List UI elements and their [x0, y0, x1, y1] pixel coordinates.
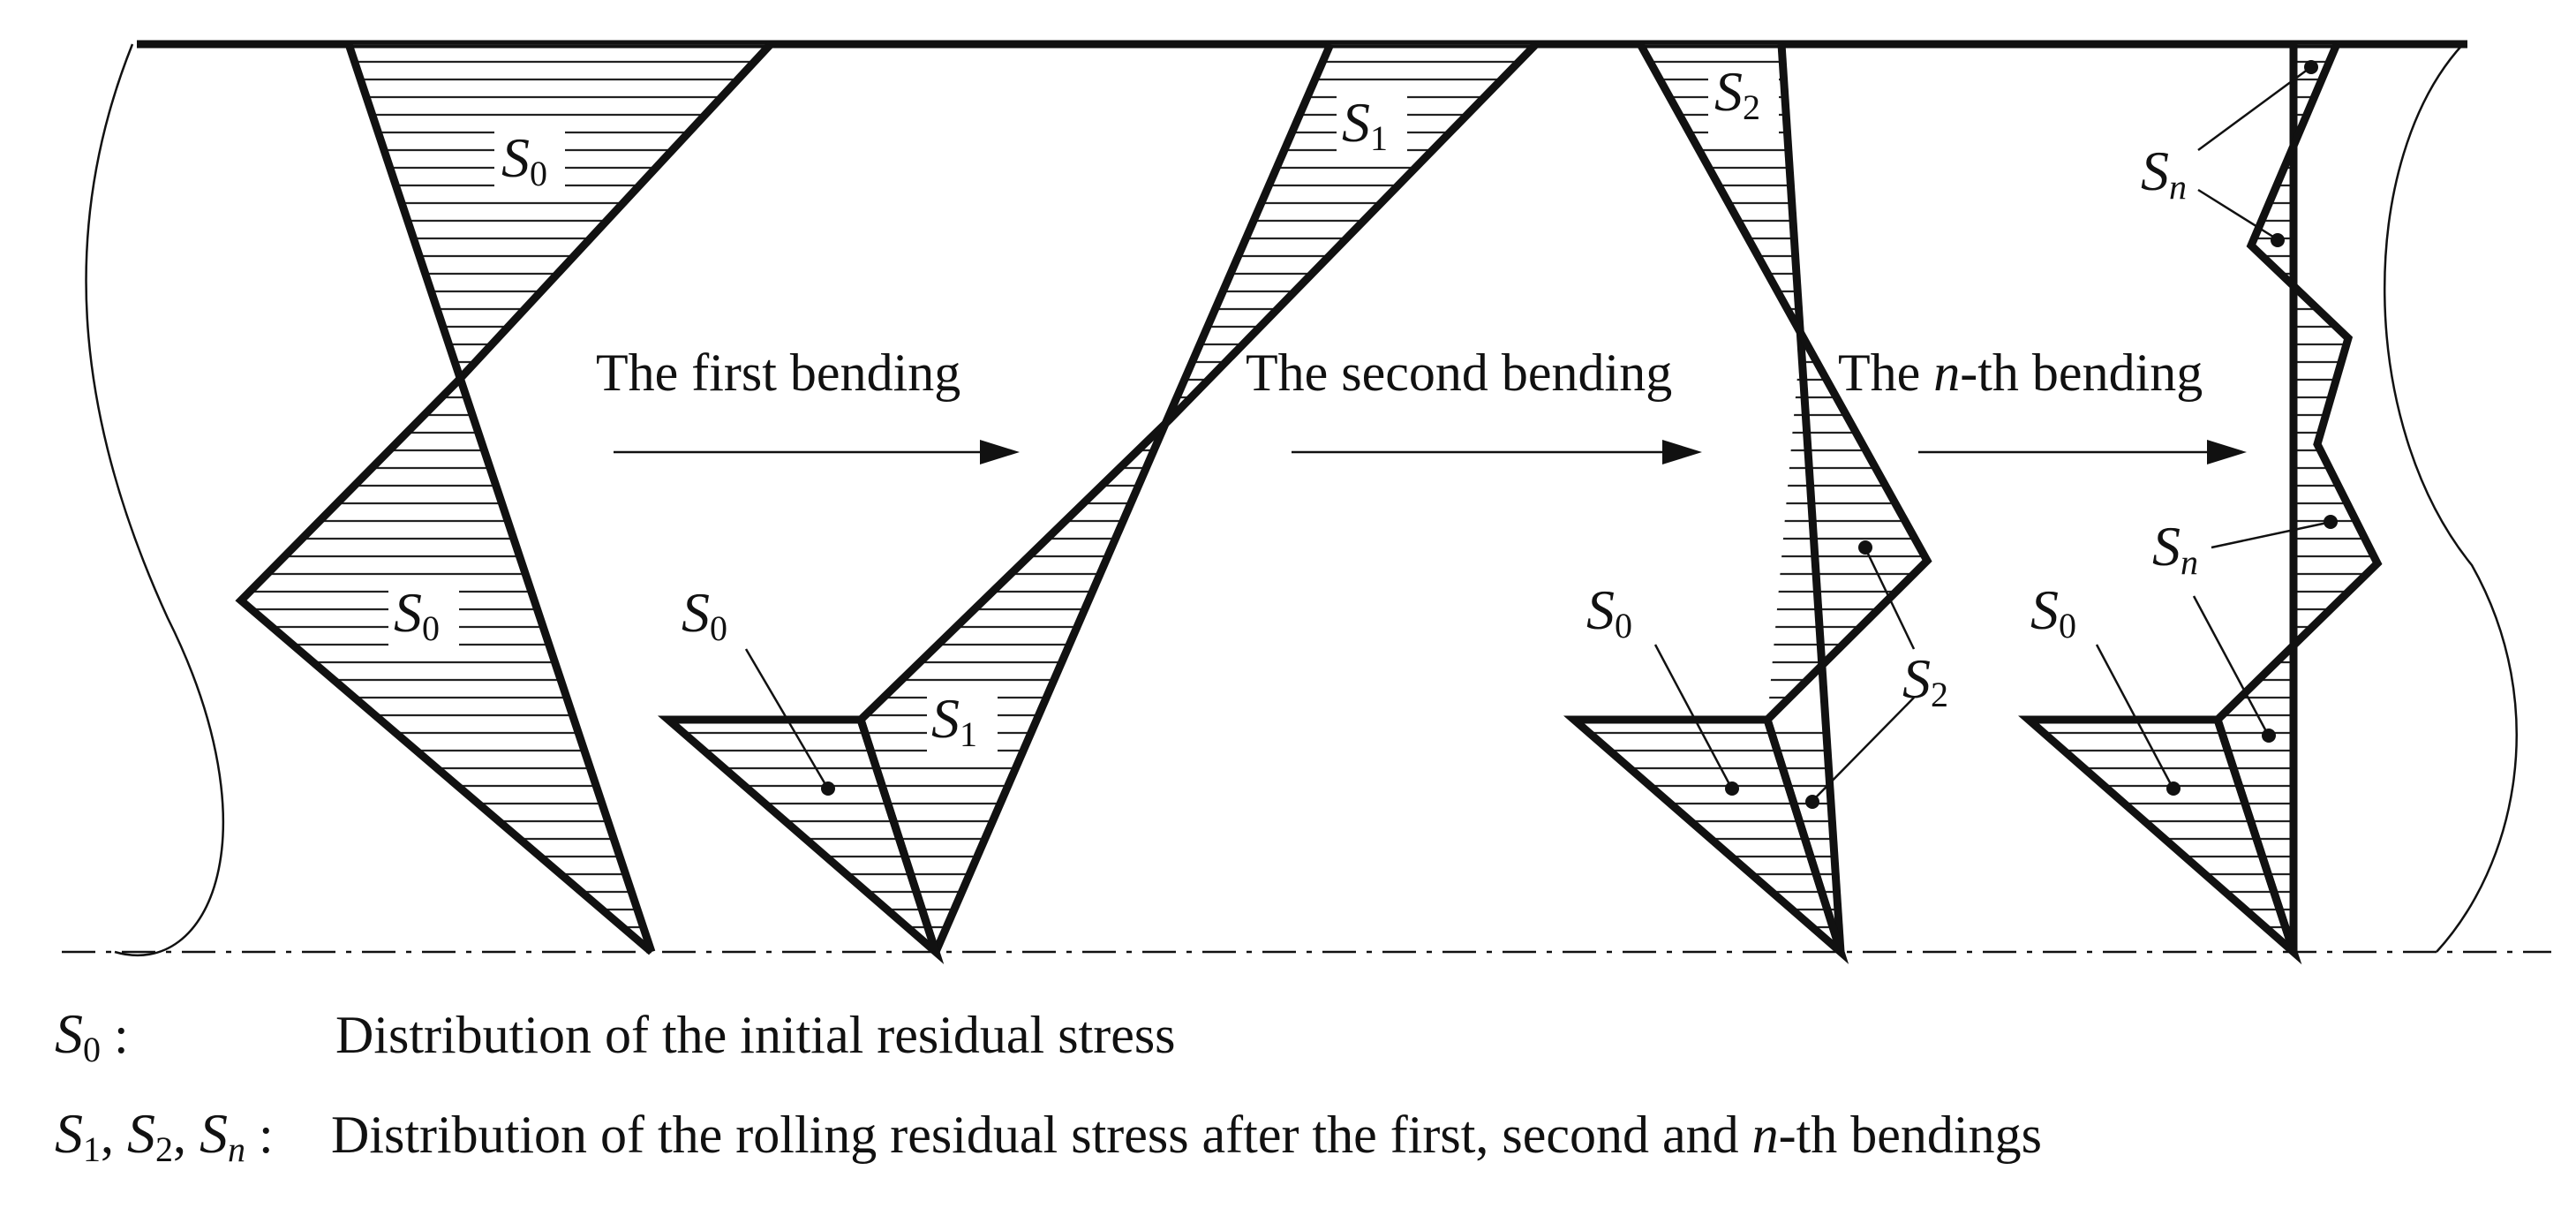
point-s2-b	[1805, 795, 1819, 809]
s0-outline-4	[2018, 715, 2302, 965]
leader-s2-a	[1865, 551, 1916, 650]
label-sn-upper: Sn	[2141, 140, 2187, 207]
point-s2-a	[1858, 540, 1872, 555]
s0-upper-region	[349, 44, 771, 380]
point-s0-stage2	[1725, 781, 1739, 796]
leader-sn-d	[2192, 595, 2269, 734]
point-sn-b	[2271, 233, 2285, 247]
stage-arrows	[614, 440, 2247, 464]
legend-line-1-text: Distribution of the initial residual str…	[335, 1006, 1176, 1064]
stage-n-distribution	[2018, 42, 2383, 965]
label-s0-stage2: S0	[1586, 578, 1632, 646]
diagram-symbol-labels: S0 S0 S1 S1 S0 S2 S0 S2	[388, 60, 2338, 809]
s0-outline-3	[1563, 715, 1849, 964]
stage-caption-3: The n-th bending	[1838, 344, 2203, 402]
legend: S0 : Distribution of the initial residua…	[55, 1002, 2042, 1169]
label-s1-lower: S1	[931, 687, 977, 754]
s1-center-line	[931, 42, 1335, 954]
label-s2-lower: S2	[1902, 647, 1948, 714]
arrow-2-head	[1662, 440, 1702, 464]
s0-center-line	[344, 42, 656, 954]
label-s0-upper: S0	[501, 126, 547, 193]
s0-profile-line	[235, 41, 774, 955]
leader-s0-stagen	[2095, 644, 2173, 787]
legend-line-2: S1, S2, Sn :	[55, 1102, 274, 1169]
stage-caption-2: The second bending	[1246, 344, 1672, 402]
s0-outline-2	[657, 715, 945, 964]
stage-1-distribution	[657, 41, 1540, 964]
label-sn-lower: Sn	[2152, 515, 2198, 582]
point-sn-c	[2324, 515, 2338, 529]
leader-sn-b	[2197, 188, 2277, 240]
s0-lower-region	[241, 380, 652, 952]
label-s0-stagen: S0	[2030, 578, 2076, 646]
point-sn-a	[2304, 60, 2318, 74]
stage-2-distribution	[1563, 42, 1932, 964]
arrow-3-head	[2207, 440, 2247, 464]
label-s0-lower: S0	[394, 581, 440, 648]
leader-s2-b	[1813, 697, 1915, 800]
leader-sn-a	[2197, 67, 2309, 152]
s1-lower-region	[861, 419, 1170, 952]
left-break-line	[85, 43, 225, 957]
legend-line-1: S0 :	[55, 1002, 129, 1069]
arrow-1-head	[980, 440, 1020, 464]
point-s0-stagen	[2166, 781, 2181, 796]
label-s0-stage1: S0	[682, 581, 727, 648]
right-break-line	[2383, 43, 2518, 953]
point-sn-d	[2262, 729, 2276, 743]
label-s2-upper: S2	[1714, 60, 1760, 127]
point-s0-stage1	[821, 781, 835, 796]
s2-center-line	[1777, 43, 1845, 953]
label-s1-upper: S1	[1342, 91, 1388, 158]
stage-0-initial-distribution	[235, 41, 774, 955]
stage-captions: The first bending The second bending The…	[596, 344, 2203, 402]
leader-s0-stage1	[744, 648, 828, 787]
stage-caption-1: The first bending	[596, 344, 960, 402]
leader-s0-stage2	[1653, 644, 1732, 787]
legend-line-2-text: Distribution of the rolling residual str…	[331, 1106, 2042, 1164]
leader-sn-c	[2211, 521, 2328, 549]
